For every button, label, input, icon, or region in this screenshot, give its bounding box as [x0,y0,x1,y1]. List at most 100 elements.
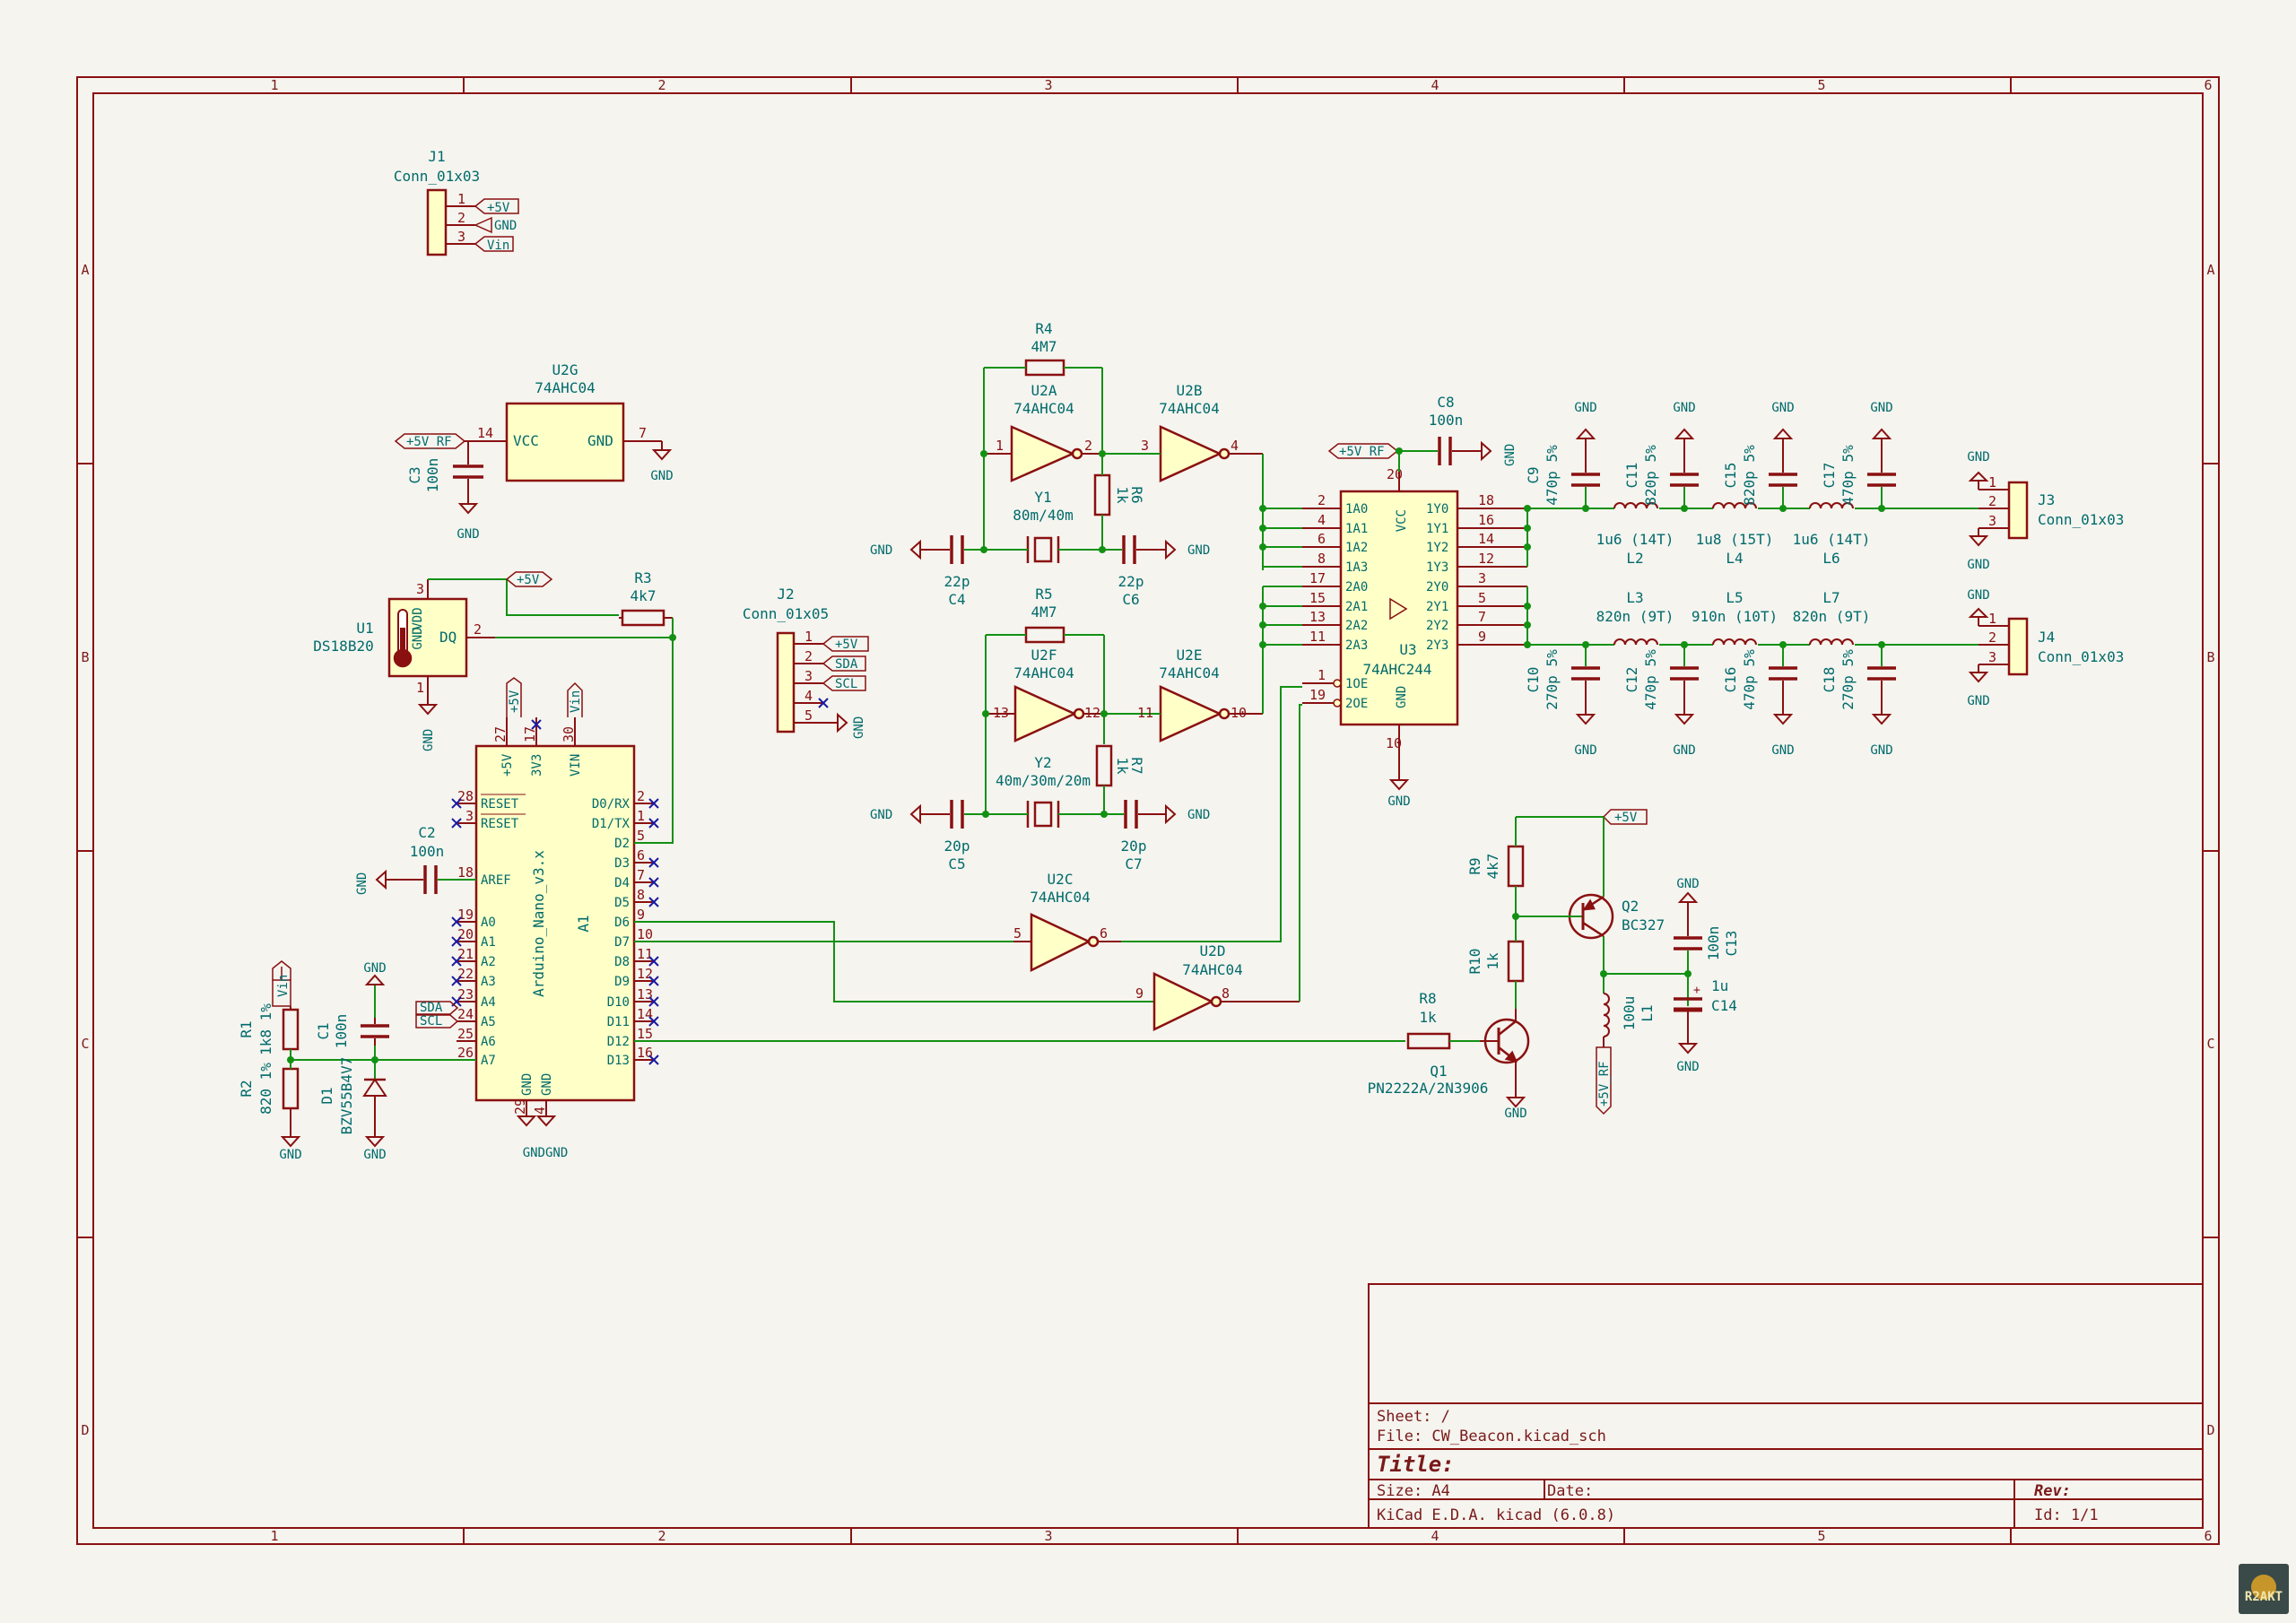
r1-value: 1k8 1% [257,1003,274,1055]
u2b-ref: U2B [1177,382,1203,399]
c14-ref: C14 [1711,997,1737,1014]
col-label-3: 3 [1044,77,1052,93]
r4-value: 4M7 [1031,338,1057,355]
r2akt-logo: R2AKT [2239,1564,2289,1614]
l1-5v-rf-net: +5V_RF [1597,1061,1612,1107]
u3-pinname-1a2: 1A2 [1345,541,1368,555]
u2e-ref: U2E [1177,647,1203,664]
title-block-file: File: CW_Beacon.kicad_sch [1377,1428,1606,1445]
connector-j1[interactable]: J1 Conn_01x03 1 2 3 +5V GND Vin [394,148,519,256]
a1-pin-17: 17 [522,726,538,742]
r7-value: 1k [1114,757,1131,775]
connector-j2[interactable]: J2 Conn_01x05 1 2 3 4 5 +5V SDA SCL GND [743,586,869,739]
c12-value: 470p 5% [1642,649,1659,710]
c9-ref: C9 [1525,466,1542,483]
a1-pin-21: 21 [457,946,474,962]
a1-pin-28: 28 [457,788,474,804]
c12-ref: C12 [1623,667,1640,693]
voltage-divider[interactable]: Vin GND R1 1k8 1% R2 820 1% GND C1 100n … [238,960,476,1162]
a1-pinname-d3: D3 [614,856,630,871]
c8-gnd-net: GND [1503,444,1518,466]
filter-gnd-net: GND [1870,401,1892,415]
j4-value: Conn_01x03 [2038,648,2124,665]
a1-pinname-d0-rx: D0/RX [592,797,631,812]
j2-net-scl: SCL [835,677,857,691]
a1-pinname-a7: A7 [481,1054,496,1068]
u1-ref: U1 [356,620,373,637]
u2f-value: 74AHC04 [1013,664,1074,681]
inverter-power-u2g[interactable]: U2G 74AHC04 VCC GND 14 7 GND +5V_RF GND … [394,361,674,542]
a1-pin-12: 12 [637,966,653,982]
l5-value: 910n (10T) [1692,608,1778,625]
u2g-pin14: 14 [477,425,493,441]
row-label-c: C [81,1036,89,1052]
u3-pinname-2a1: 2A1 [1345,600,1368,614]
c8-ref: C8 [1437,394,1454,411]
r5-value: 4M7 [1031,603,1057,621]
filter-gnd-net: GND [1771,743,1794,758]
row-label-b-right: B [2206,649,2214,665]
c16-value: 470p 5% [1741,649,1758,710]
row-label-d: D [81,1422,89,1438]
u2c-value: 74AHC04 [1030,889,1090,906]
u3-value: 74AHC244 [1362,661,1431,678]
c14-gnd-net: GND [1676,1060,1699,1074]
u2g-pin7: 7 [639,425,647,441]
j2-pin4: 4 [804,688,813,704]
u2e-value: 74AHC04 [1159,664,1219,681]
j3-pin2: 2 [1988,493,1996,509]
a1-pin-2: 2 [637,788,645,804]
filter-gnd-net: GND [1673,743,1695,758]
c13-value: 100n [1705,926,1722,961]
u2f-pin12: 12 [1084,705,1100,721]
j2-pin5: 5 [804,707,813,724]
oscillator-2[interactable]: R5 4M7 U2F 74AHC04 13 12 U2E 74AHC04 11 … [870,586,1264,872]
a1-pin-6: 6 [637,847,645,864]
u3-pin-3: 3 [1478,570,1486,586]
filter-gnd-net: GND [1771,401,1794,415]
u3-pin-16: 16 [1478,512,1494,528]
l2-ref: L2 [1626,550,1643,567]
title-block-title: Title: [1377,1452,1455,1477]
u3-pin-4: 4 [1318,512,1326,528]
u3-pinname-1y2: 1Y2 [1426,541,1448,555]
u1-dq-label: DQ [439,629,457,646]
lowpass-filter-1[interactable]: 1u6 (14T) L2 1u8 (15T) L4 1u6 (14T) L6 G… [1525,401,2124,572]
u3-pinname-2y2: 2Y2 [1426,619,1448,633]
r10-value: 1k [1484,952,1501,970]
u1-vdd-label: VDD [411,607,425,629]
r3-value: 4k7 [631,587,657,604]
a1-pin-7: 7 [637,867,645,883]
j1-pin2: 2 [457,210,465,226]
a1-pin-23: 23 [457,986,474,1002]
j1-pin1: 1 [457,191,465,207]
j1-value: Conn_01x03 [394,168,480,185]
col-label-5-bottom: 5 [1817,1528,1825,1544]
rf-power-switch[interactable]: R8 1k GND Q1 PN2222A/2N3906 R10 1k R9 4k… [1368,809,1740,1121]
a1-pinname-reset: RESET [481,797,519,812]
a1-pinname-d7: D7 [614,935,630,950]
j4-ref: J4 [2038,629,2055,646]
j2-ref: J2 [777,586,794,603]
c3-ref: C3 [406,466,423,483]
u3-pinname-2oe: 2OE [1345,697,1368,711]
q1-value: PN2222A/2N3906 [1368,1080,1489,1097]
buffer-u3[interactable]: U3 74AHC244 VCC GND 20 10 GND 21A041A161… [1259,394,1531,809]
y2-value: 40m/30m/20m [996,772,1091,789]
lowpass-filter-2[interactable]: L3 820n (9T) L5 910n (10T) L7 820n (9T) … [1525,588,2124,758]
c1-gnd-net: GND [363,961,386,976]
u1-pin2: 2 [474,621,482,638]
inverters-u2c-u2d[interactable]: U2C 74AHC04 5 6 U2D 74AHC04 9 8 [1013,686,1302,1031]
col-label-6: 6 [2204,77,2212,93]
col-label-2: 2 [657,77,665,93]
a1-pin-4: 4 [532,1107,548,1115]
c8-value: 100n [1429,412,1464,429]
a1-pinname-a2: A2 [481,955,496,969]
u1-gnd-label: GND [411,627,425,649]
r8-ref: R8 [1419,990,1436,1007]
title-block-rev: Rev: [2034,1482,2071,1500]
oscillator-1[interactable]: R4 4M7 U2A 74AHC04 1 2 U2B 74AHC04 3 4 R… [870,320,1264,608]
a1-pin-16: 16 [637,1045,653,1061]
